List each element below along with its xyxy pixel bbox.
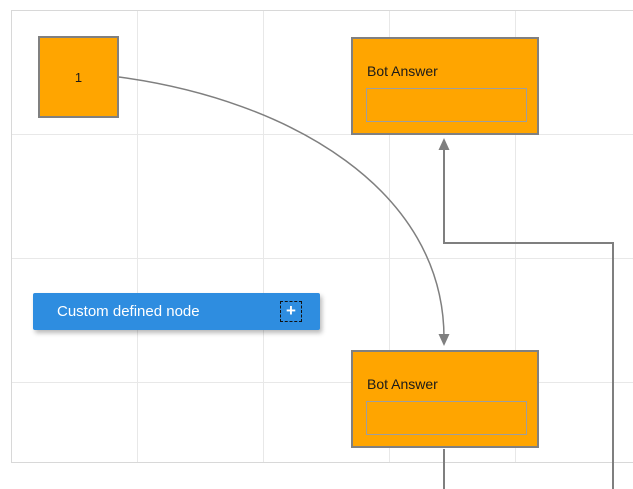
custom-node-label: Custom defined node — [57, 303, 200, 320]
node-custom-defined[interactable]: Custom defined node + — [33, 293, 320, 330]
bot-answer-bottom-input-box[interactable] — [366, 401, 527, 435]
node-start-label: 1 — [74, 69, 83, 85]
bot-answer-top-title: Bot Answer — [367, 63, 438, 79]
node-bot-answer-bottom[interactable]: Bot Answer — [351, 350, 539, 448]
bot-answer-bottom-title: Bot Answer — [367, 376, 438, 392]
node-bot-answer-top[interactable]: Bot Answer — [351, 37, 539, 135]
bot-answer-top-input-box[interactable] — [366, 88, 527, 122]
plus-icon: + — [286, 301, 296, 320]
node-start[interactable]: 1 — [38, 36, 119, 118]
add-port-button[interactable]: + — [280, 301, 302, 322]
